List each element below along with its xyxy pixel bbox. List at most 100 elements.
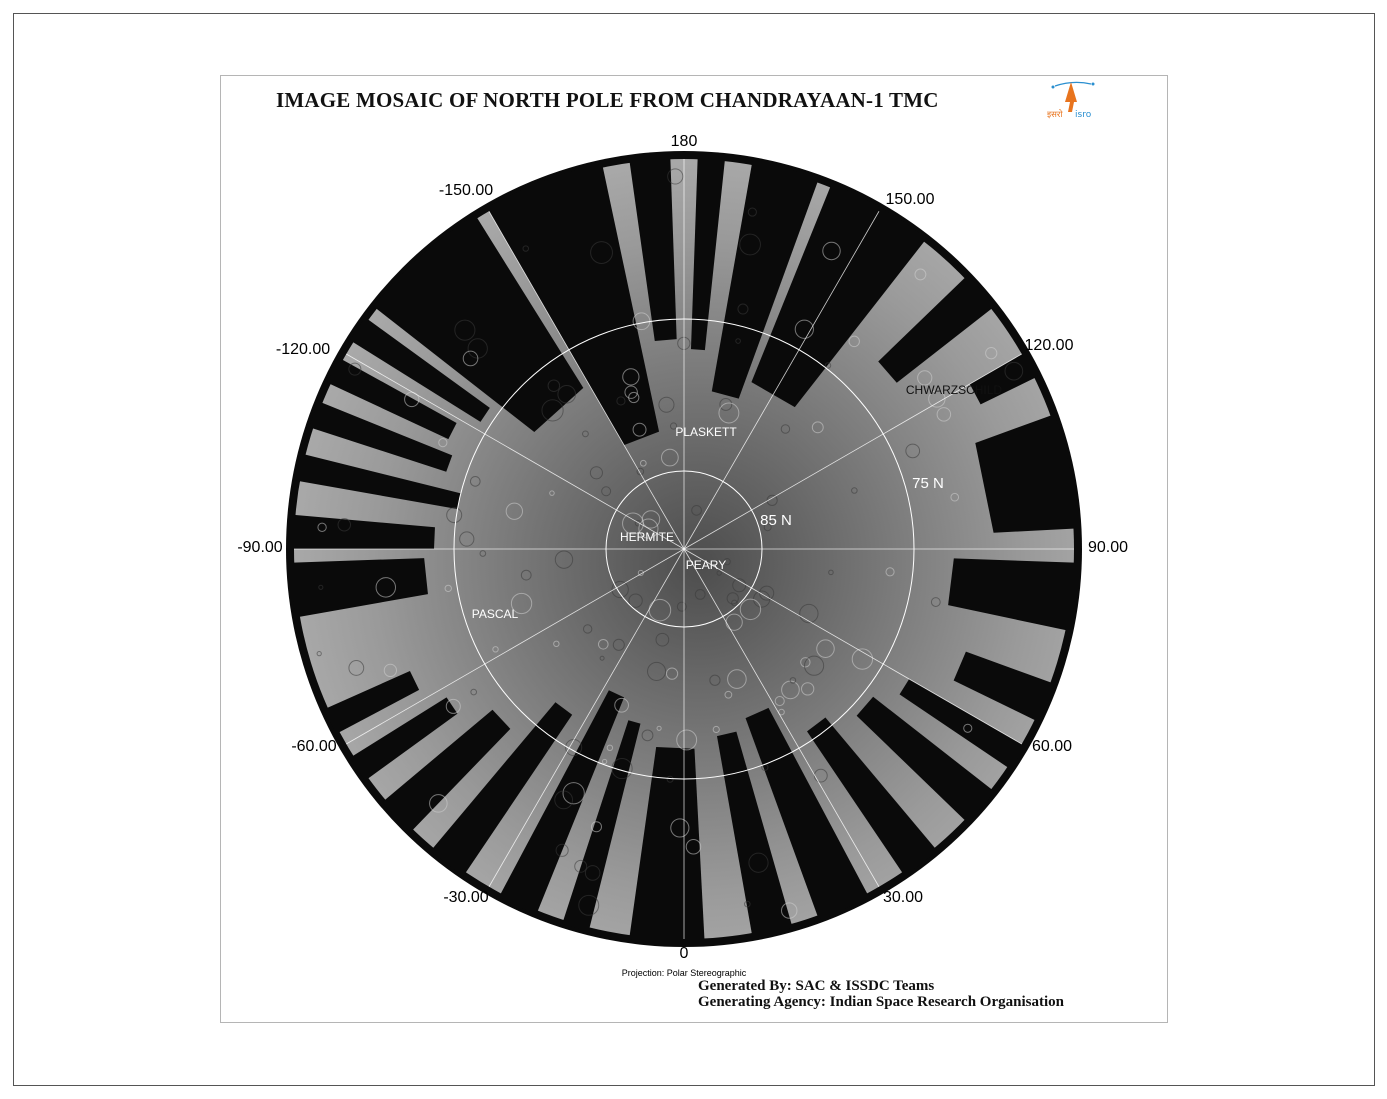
crater xyxy=(727,669,747,689)
coverage-gap-0 xyxy=(484,157,660,446)
crater xyxy=(914,268,927,281)
coverage-gap-9 xyxy=(344,697,458,785)
crater xyxy=(670,818,690,838)
crater xyxy=(520,569,532,581)
crater xyxy=(794,319,814,339)
crater xyxy=(669,422,678,430)
coverage-gap-12 xyxy=(496,690,625,920)
coverage-gap-14 xyxy=(628,747,705,943)
crater xyxy=(691,505,702,516)
crater xyxy=(723,558,731,566)
crater xyxy=(780,424,791,434)
crater xyxy=(638,518,659,539)
crater xyxy=(676,601,687,612)
crater xyxy=(612,638,625,651)
crater xyxy=(616,396,626,406)
crater xyxy=(655,632,670,647)
crater xyxy=(557,384,577,404)
crater xyxy=(930,597,941,607)
meridian xyxy=(346,548,685,745)
craters xyxy=(316,168,1024,919)
coverage-gap-2 xyxy=(344,313,490,422)
crater xyxy=(317,522,327,532)
crater xyxy=(824,362,832,369)
crater xyxy=(774,695,785,707)
crater xyxy=(611,580,629,599)
crater xyxy=(739,598,762,621)
crater xyxy=(492,646,499,653)
crater xyxy=(636,467,645,476)
crater xyxy=(639,459,647,467)
crater xyxy=(828,569,834,576)
longitude-label: -150.00 xyxy=(438,182,494,199)
crater xyxy=(553,640,560,648)
crater xyxy=(641,510,661,529)
crater xyxy=(590,241,613,264)
crater xyxy=(459,531,475,547)
coverage-gap-27 xyxy=(690,155,726,351)
crater xyxy=(1004,361,1024,381)
coverage-gap-13 xyxy=(560,720,641,938)
meridian xyxy=(683,353,1022,550)
crater xyxy=(744,900,751,908)
crater xyxy=(789,677,797,684)
coverage-gap-16 xyxy=(745,707,872,925)
coverage-gap-3 xyxy=(321,355,457,440)
longitude-label: 150.00 xyxy=(885,191,935,208)
crater xyxy=(611,757,633,780)
projection-note: Projection: Polar Stereographic xyxy=(621,968,747,978)
coverage-gap-15 xyxy=(716,731,795,943)
coverage-gap-18 xyxy=(856,696,1000,827)
crater xyxy=(541,399,564,422)
crater xyxy=(348,362,362,376)
crater xyxy=(622,368,640,386)
crater xyxy=(479,550,487,557)
coverage-gap-1 xyxy=(368,209,584,433)
crater xyxy=(601,758,608,765)
meridian xyxy=(488,211,685,550)
crater xyxy=(799,603,819,624)
crater xyxy=(665,667,679,680)
crater xyxy=(950,492,960,502)
crater xyxy=(599,655,605,661)
feature-label-hermite: HERMITE xyxy=(620,530,674,544)
meridian xyxy=(488,548,685,887)
crater xyxy=(816,639,835,658)
coverage-gap-17 xyxy=(807,717,942,881)
feature-label-pascal: PASCAL xyxy=(472,607,519,621)
crater xyxy=(383,663,397,678)
crater xyxy=(724,690,733,699)
feature-label-peary: PEARY xyxy=(686,558,726,572)
generated-by: Generated By: SAC & ISSDC Teams xyxy=(698,978,935,994)
crater xyxy=(510,592,533,615)
crater xyxy=(739,233,761,256)
crater xyxy=(737,303,749,315)
outer-frame xyxy=(13,13,1375,1086)
crater xyxy=(522,245,529,252)
crater xyxy=(438,438,448,448)
crater xyxy=(747,207,757,217)
crater xyxy=(429,794,448,813)
crater xyxy=(555,843,569,857)
crater xyxy=(444,584,452,593)
longitude-label: 0 xyxy=(679,945,689,962)
crater xyxy=(685,839,702,855)
crater xyxy=(694,588,706,600)
crater xyxy=(731,599,738,607)
crater xyxy=(801,682,815,696)
feature-label-plaskett: PLASKETT xyxy=(675,425,737,439)
crater xyxy=(348,660,365,676)
crater xyxy=(641,729,654,742)
crater xyxy=(658,396,675,413)
crater xyxy=(905,443,921,459)
crater xyxy=(505,502,524,520)
coverage-gap-22 xyxy=(975,412,1078,533)
crater xyxy=(469,476,481,487)
longitude-label: 120.00 xyxy=(1024,337,1074,354)
crater xyxy=(781,902,798,919)
crater xyxy=(445,698,461,714)
graticule: 85 N75 N xyxy=(294,159,1074,939)
crater xyxy=(759,585,775,601)
crater xyxy=(719,398,733,411)
